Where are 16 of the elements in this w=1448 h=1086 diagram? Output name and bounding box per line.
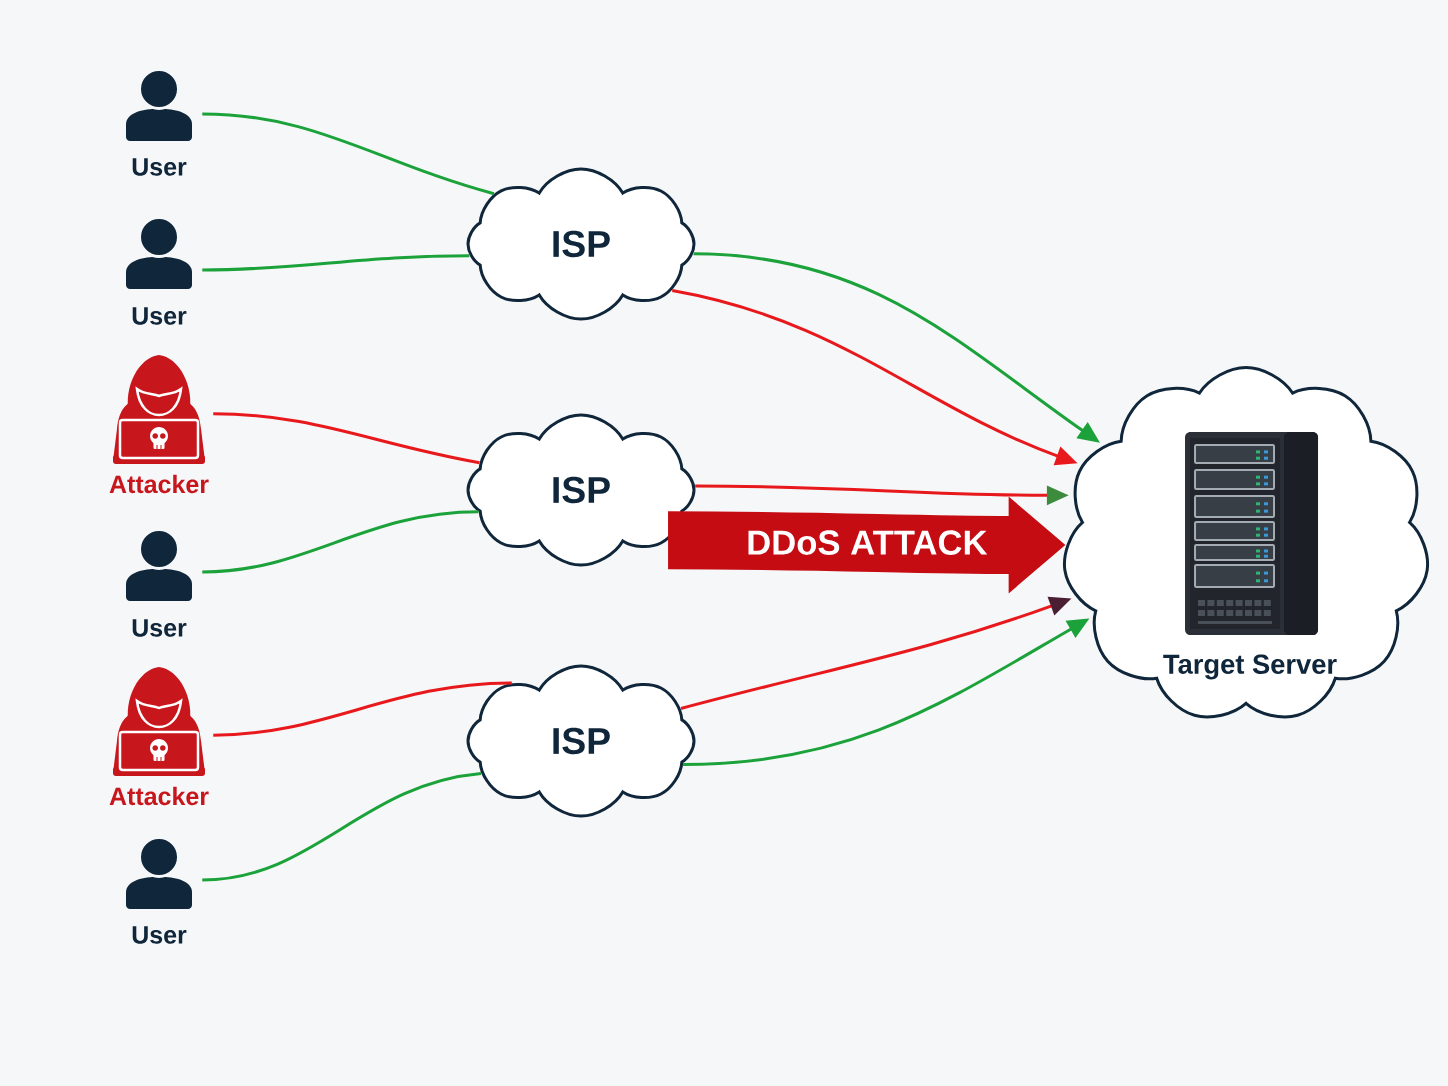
connector-line (202, 112, 495, 196)
cloud: ISP (466, 167, 696, 321)
connector-line (202, 254, 470, 272)
icon-label: User (132, 619, 187, 637)
connector-line (213, 681, 512, 737)
cloud: ISP (466, 413, 696, 567)
connector-line (213, 412, 480, 465)
cloud: ISP (466, 664, 696, 818)
connector-line (202, 772, 482, 882)
icon-label: Attacker (109, 786, 209, 806)
icon-label: User (132, 307, 187, 325)
icon-label: Attacker (109, 474, 209, 494)
icon-label: User (132, 926, 187, 944)
connector-line (202, 510, 479, 574)
icon-label: User (132, 158, 187, 176)
edge-label: DDoS ATTACK (743, 527, 991, 558)
